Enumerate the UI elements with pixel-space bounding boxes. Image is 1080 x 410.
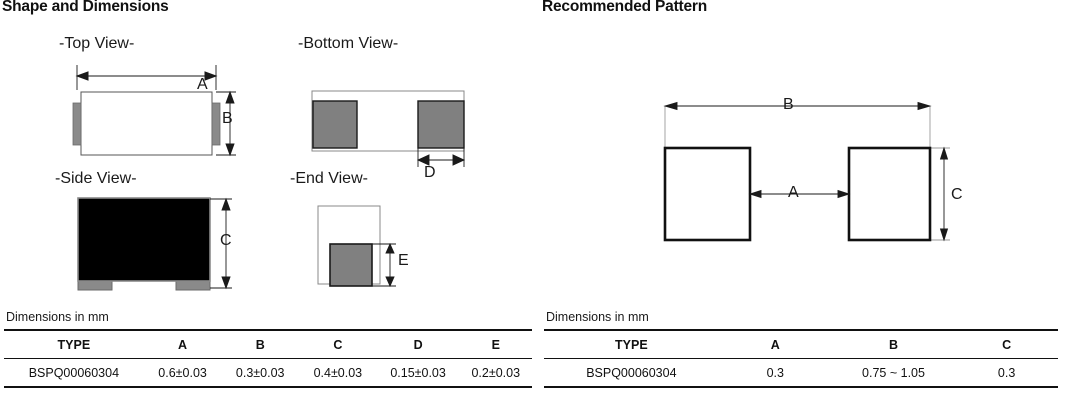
terminal-left-top xyxy=(72,102,82,146)
dimension-label-d: D xyxy=(424,164,436,181)
package-body-side xyxy=(77,197,211,282)
terminal-pad-end xyxy=(329,243,373,287)
package-outline-top xyxy=(80,91,213,156)
col-header-d: D xyxy=(413,337,423,352)
label-end-view: -End View- xyxy=(290,170,368,187)
dimension-a-pattern xyxy=(748,189,851,199)
pattern-pad-left xyxy=(663,146,752,242)
cell-e: 0.2±0.03 xyxy=(471,365,521,380)
cell-a: 0.6±0.03 xyxy=(158,365,207,380)
label-bottom-view: -Bottom View- xyxy=(298,35,399,52)
col-header-b: B xyxy=(888,337,899,352)
shape-and-dimensions-panel: Shape and Dimensions -Top View- -Bottom … xyxy=(2,0,532,388)
dimension-c-pattern xyxy=(939,146,949,242)
pattern-pad-right xyxy=(847,146,932,242)
table-header-row: TYPE A B C D E xyxy=(4,330,532,359)
recommended-pattern-panel: Recommended Pattern xyxy=(540,0,1080,410)
terminal-pad-right-bottom xyxy=(417,100,465,149)
dimensions-unit-note-right: Dimensions in mm xyxy=(546,310,649,324)
cell-a: 0.3 xyxy=(766,365,784,380)
dimension-label-c-pattern: C xyxy=(951,186,963,203)
col-header-c: C xyxy=(333,337,343,352)
table-pattern-dimensions: TYPE A B C BSPQ00060304 0.3 0.75 ~ 1.05 … xyxy=(544,329,1058,388)
diagram-top-view xyxy=(72,65,236,157)
page-title-recommended-pattern: Recommended Pattern xyxy=(542,0,708,15)
cell-c: 0.4±0.03 xyxy=(313,365,363,380)
dimension-label-b-pattern: B xyxy=(783,96,794,113)
dimension-label-a: A xyxy=(197,76,208,93)
col-header-a: A xyxy=(178,337,188,352)
terminal-pad-left-bottom xyxy=(312,100,358,149)
cell-d: 0.15±0.03 xyxy=(390,365,446,380)
col-header-b: B xyxy=(255,337,265,352)
dimension-label-e: E xyxy=(398,252,409,269)
col-header-a: A xyxy=(770,337,780,352)
cell-b: 0.3±0.03 xyxy=(235,365,285,380)
dimension-label-b: B xyxy=(222,110,233,127)
dimension-label-c: C xyxy=(220,232,232,249)
dimension-a-top-view xyxy=(75,65,218,90)
cell-b: 0.75 ~ 1.05 xyxy=(862,365,925,380)
table-header-row: TYPE A B C xyxy=(544,330,1058,359)
label-top-view: -Top View- xyxy=(59,35,135,52)
dimension-b-top-view xyxy=(216,90,236,157)
diagram-recommended-pattern xyxy=(663,101,950,242)
dimension-b-pattern xyxy=(663,101,932,111)
table-row: BSPQ00060304 0.3 0.75 ~ 1.05 0.3 xyxy=(544,359,1058,387)
dimension-label-a-pattern: A xyxy=(788,184,799,201)
label-side-view: -Side View- xyxy=(55,170,137,187)
dimensions-table-pattern: Dimensions in mm TYPE A B C BSPQ00060304… xyxy=(544,310,1058,388)
witness-lines xyxy=(664,106,950,241)
dimensions-unit-note-left: Dimensions in mm xyxy=(6,310,109,324)
col-header-e: E xyxy=(491,337,500,352)
dimension-e-end-view xyxy=(372,242,396,288)
cell-type: BSPQ00060304 xyxy=(28,365,120,380)
dimension-d-bottom-view xyxy=(416,148,466,167)
cell-c: 0.3 xyxy=(997,365,1016,380)
col-header-c: C xyxy=(1002,337,1012,352)
dimensions-table-shape: Dimensions in mm TYPE A B C D E BSPQ0006… xyxy=(4,310,532,388)
cell-type: BSPQ00060304 xyxy=(586,365,677,380)
diagram-end-view xyxy=(317,205,396,288)
page-title-shape-and-dimensions: Shape and Dimensions xyxy=(2,0,169,15)
col-header-type: TYPE xyxy=(57,337,91,352)
col-header-type: TYPE xyxy=(615,337,648,352)
diagram-side-view xyxy=(77,197,232,291)
terminal-right-top xyxy=(211,102,221,146)
table-shape-dimensions: TYPE A B C D E BSPQ00060304 0.6±0.03 0.3… xyxy=(4,329,532,388)
diagram-bottom-view xyxy=(311,90,466,167)
dimension-c-side-view xyxy=(210,197,232,290)
table-row: BSPQ00060304 0.6±0.03 0.3±0.03 0.4±0.03 … xyxy=(4,359,532,387)
